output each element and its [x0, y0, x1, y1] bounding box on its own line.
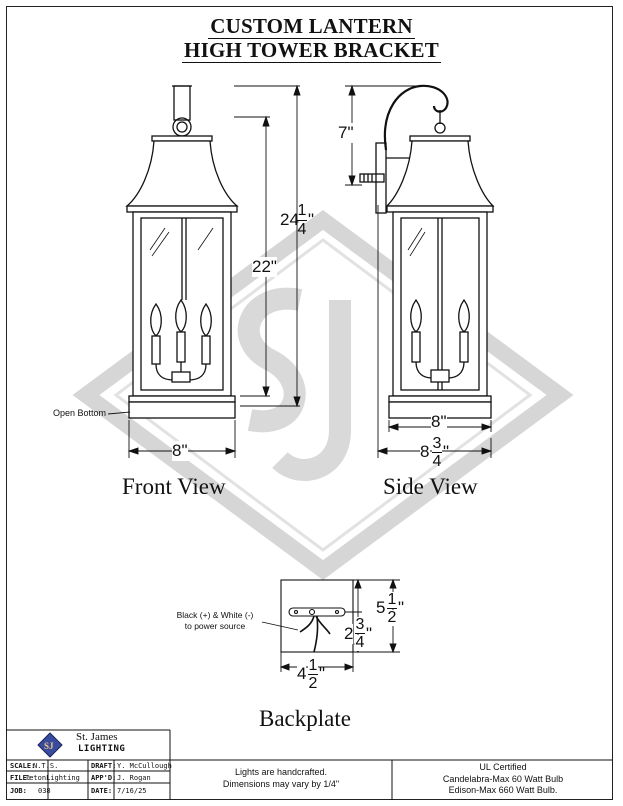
ul-line-2: Candelabra-Max 60 Watt Bulb [442, 773, 564, 784]
side-view-lantern [359, 84, 495, 419]
bp-center-unit: " [366, 624, 373, 643]
side-arm-height: 7" [338, 123, 354, 143]
note-line-1: Lights are handcrafted. [234, 767, 328, 777]
front-view-label: Front View [122, 474, 226, 499]
wiring-line-2: to power source [184, 621, 246, 631]
front-overall-height-unit: " [308, 210, 315, 229]
file-label: FILE: [10, 774, 32, 782]
svg-text:SJ: SJ [44, 741, 54, 751]
front-view-lantern [125, 85, 239, 419]
side-view-label: Side View [383, 474, 478, 499]
date-value: 7/16/25 [117, 787, 147, 795]
open-bottom-label: Open Bottom [53, 408, 107, 418]
side-width: 8" [431, 412, 447, 432]
bp-center-whole: 2 [344, 624, 354, 644]
bp-width-unit: " [319, 664, 326, 683]
front-overall-height-den: 4 [297, 221, 307, 238]
ul-line-3: Edison-Max 660 Watt Bulb. [448, 785, 558, 795]
front-overall-height-whole: 24 [280, 210, 299, 229]
job-value: 038 [38, 787, 51, 795]
bp-center-den: 4 [355, 634, 365, 651]
title-line-2: HIGH TOWER BRACKET [182, 38, 441, 63]
bp-width-num: 1 [308, 657, 318, 674]
ul-line-1: UL Certified [479, 762, 527, 772]
appd-label: APP'D: [91, 774, 117, 782]
side-depth-num: 3 [432, 435, 442, 452]
front-overall-height-num: 1 [297, 202, 307, 219]
job-label: JOB: [10, 787, 27, 795]
drawing-frame [6, 6, 613, 800]
front-body-height: 22" [252, 257, 277, 277]
draft-label: DRAFT: [91, 762, 117, 770]
bp-height-whole: 5 [376, 598, 386, 617]
note-line-2: Dimensions may vary by 1/4" [222, 779, 340, 789]
wiring-note: Black (+) & White (-) to power source [164, 610, 266, 632]
side-depth-den: 4 [432, 453, 442, 470]
side-depth-whole: 8 [420, 442, 430, 462]
bp-height-den: 2 [387, 609, 397, 626]
title-line-1: CUSTOM LANTERN [208, 14, 415, 39]
bp-height-num: 1 [387, 591, 397, 608]
handcrafted-note: Lights are handcrafted. Dimensions may v… [175, 766, 387, 790]
wiring-line-1: Black (+) & White (-) [176, 610, 254, 620]
side-depth-unit: " [443, 442, 450, 461]
front-width: 8" [172, 441, 188, 461]
date-label: DATE: [91, 787, 113, 795]
scale-value: N.T.S. [33, 762, 59, 770]
bp-height-unit: " [398, 598, 405, 617]
fraction-bar [432, 452, 442, 453]
scale-label: SCALE: [10, 762, 36, 770]
bp-center-num: 3 [355, 616, 365, 633]
ul-certification: UL Certified Candelabra-Max 60 Watt Bulb… [396, 762, 610, 797]
fraction-bar [297, 220, 307, 221]
side-dimensions [345, 84, 493, 458]
appd-value: J. Rogan [117, 774, 151, 782]
draft-value: Y. McCullough [117, 762, 172, 770]
backplate-label: Backplate [259, 706, 351, 731]
fraction-bar [355, 633, 365, 634]
fraction-bar [387, 608, 397, 609]
backplate-dimensions [279, 578, 400, 672]
company-name: St. James [76, 731, 118, 743]
file-value: TetonLighting [25, 774, 80, 782]
bp-width-den: 2 [308, 675, 318, 692]
fraction-bar [308, 674, 318, 675]
company-logo: SJ [37, 732, 63, 758]
bp-width-whole: 4 [297, 664, 307, 684]
front-dimensions [107, 84, 301, 458]
backplate-drawing [261, 579, 354, 653]
company-subname: LIGHTING [78, 744, 126, 754]
title-block-grid [6, 729, 613, 800]
